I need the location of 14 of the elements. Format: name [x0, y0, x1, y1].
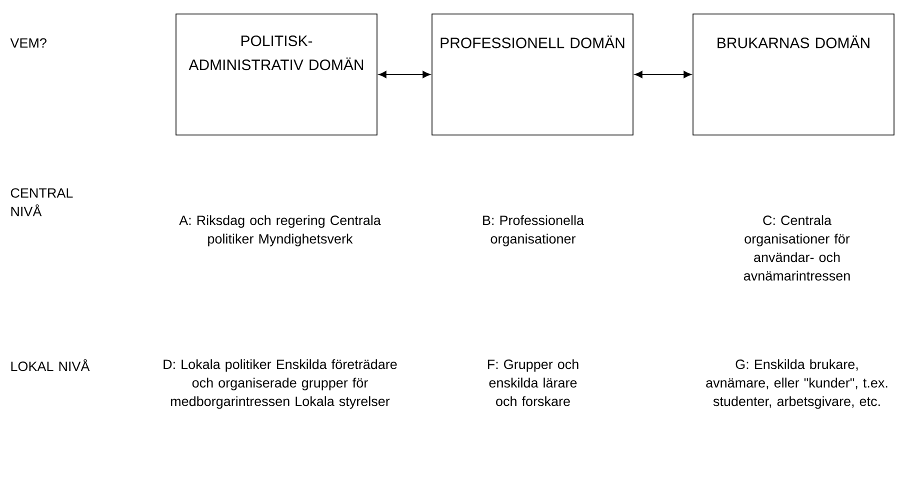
row-heading: LOKAL NIVÅ [11, 359, 90, 372]
domain-box: PROFESSIONELL DOMÄN [432, 14, 634, 136]
double-arrow [378, 70, 430, 78]
domain-box: POLITISK-ADMINISTRATIV DOMÄN [176, 14, 378, 136]
cell-text: A: Riksdag och regering Centrala politiker Myndighetsverk [179, 215, 381, 246]
cell-text: G: Enskilda brukare, avnämare, eller "kunder", t.ex. studenter, arbetsgivare, etc. [706, 359, 888, 409]
row-heading: CENTRAL NIVÅ [10, 188, 73, 216]
cell-text: C: Centrala organisationer för användar- och avnämarintressen [744, 215, 850, 281]
row-heading: VEM? [10, 38, 46, 48]
cell-text: B: Professionella organisationer [483, 215, 584, 246]
cell-text: D: Lokala politiker Enskilda företrädare och organiserade grupper för medborgarintressen Lokala styrelser [164, 359, 397, 409]
domain-box: BRUKARNAS DOMÄN [692, 14, 894, 136]
cell-text: F: Grupper och enskilda lärare och forskare [488, 359, 578, 406]
double-arrow [634, 70, 692, 78]
